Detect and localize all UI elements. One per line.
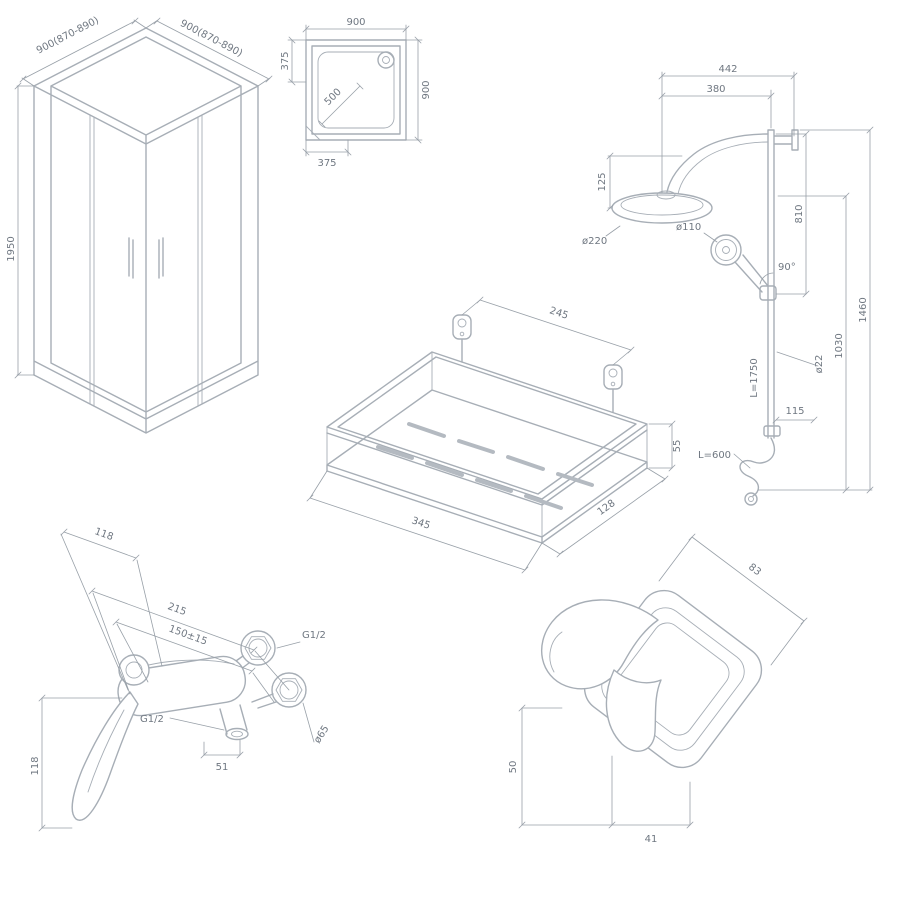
riser-pipe <box>767 129 799 439</box>
shower-tray-figure: 900 900 375 375 500 <box>280 17 432 169</box>
dim-label-mixer-height: 118 <box>30 756 41 775</box>
dim-label-hand-shower-diameter: ø110 <box>676 222 701 233</box>
dim-label-shelf-height: 55 <box>672 440 683 453</box>
shower-enclosure-drawing: 900(870-890) 900(870-890) 1950 <box>6 2 276 452</box>
dim-label-bottom-offset: 115 <box>785 406 804 417</box>
dim-label-mixer-center-distance: 215 <box>166 601 188 618</box>
dim-label-pipe-diameter: ø22 <box>814 355 825 374</box>
dim-label-shelf-mount-spacing: 245 <box>548 305 570 321</box>
dim-label-bar-height: 1030 <box>834 333 845 358</box>
dim-label-hose-length: L=1750 <box>749 358 760 397</box>
drain-slots <box>376 422 594 510</box>
shower-mixer-drawing: 118 215 150±15 G1/2 G1/2 ø65 51 118 <box>12 496 382 881</box>
shower-enclosure-figure: 900(870-890) 900(870-890) 1950 <box>6 15 273 434</box>
hook-dimension-lines <box>518 533 808 829</box>
dim-label-shelf-width: 345 <box>410 515 432 531</box>
drain-icon <box>377 51 395 69</box>
dim-label-reach-head: 380 <box>706 84 725 95</box>
dim-label-tray-bottom: 375 <box>317 158 336 169</box>
robe-hook-figure: 83 50 41 <box>508 533 808 845</box>
dim-label-upper-height: 810 <box>794 204 805 223</box>
shower-column-drawing: 442 380 125 ø220 810 90° ø110 1460 1030 … <box>554 46 889 506</box>
hook-arm <box>540 599 662 752</box>
tray-dimension-lines <box>287 24 423 157</box>
column-dimension-lines <box>605 71 874 494</box>
door-handles <box>128 237 164 279</box>
mixer-body <box>117 654 247 717</box>
hose-and-bracket <box>739 425 781 506</box>
dim-label-tray-diagonal: 500 <box>323 87 344 108</box>
shower-shelf-figure: 245 345 128 55 <box>306 296 683 574</box>
dim-label-tray-width: 900 <box>346 17 365 28</box>
mixer-lever <box>71 691 139 821</box>
dim-label-flange-diameter: ø65 <box>312 724 331 746</box>
dim-label-head-diameter: ø220 <box>582 236 607 247</box>
dim-label-thread-bottom: G1/2 <box>140 714 164 725</box>
dim-label-enclosure-width-left: 900(870-890) <box>35 15 101 57</box>
dim-label-mixer-top: 118 <box>93 526 115 543</box>
enclosure-dimension-lines <box>14 17 273 379</box>
dim-label-mixer-mount-spacing: 150±15 <box>167 624 209 648</box>
dim-label-enclosure-width-right: 900(870-890) <box>178 18 244 60</box>
dim-label-hook-height: 50 <box>508 761 519 774</box>
dim-label-swivel-angle: 90° <box>778 262 796 273</box>
shower-shelf-drawing: 245 345 128 55 <box>282 292 683 574</box>
hand-shower <box>710 234 777 301</box>
dim-label-tray-depth: 900 <box>421 80 432 99</box>
shower-mixer-figure: 118 215 150±15 G1/2 G1/2 ø65 51 118 <box>30 526 332 832</box>
shower-arm <box>666 133 769 195</box>
dim-label-mixer-outlet: 51 <box>216 762 229 773</box>
mixer-dimension-lines <box>38 528 315 832</box>
dim-label-lower-hose-length: L=600 <box>698 450 731 461</box>
shelf-dimension-lines <box>306 296 676 574</box>
dim-label-hook-depth: 41 <box>645 834 658 845</box>
rain-shower-head <box>611 190 713 224</box>
shower-tray-drawing: 900 900 375 375 500 <box>272 6 432 178</box>
dim-label-reach-full: 442 <box>718 64 737 75</box>
wall-mount-brackets <box>452 314 623 413</box>
robe-hook-drawing: 83 50 41 <box>462 520 882 865</box>
dim-label-enclosure-height: 1950 <box>6 236 17 261</box>
bottom-outlet <box>219 704 249 741</box>
enclosure-sliding-doors <box>89 114 203 407</box>
shower-column-figure: 442 380 125 ø220 810 90° ø110 1460 1030 … <box>582 64 874 506</box>
dim-label-tray-left: 375 <box>280 51 291 70</box>
dim-label-total-height: 1460 <box>858 297 869 322</box>
dim-label-thread-top: G1/2 <box>302 630 326 641</box>
dim-label-hook-width: 83 <box>746 562 763 578</box>
dim-label-head-drop: 125 <box>597 172 608 191</box>
enclosure-frame <box>33 27 259 434</box>
